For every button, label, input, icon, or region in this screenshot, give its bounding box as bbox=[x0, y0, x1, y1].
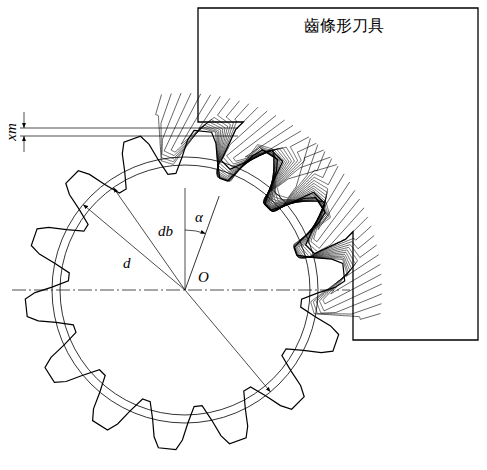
rack-position bbox=[221, 107, 368, 254]
rack-position bbox=[271, 150, 382, 313]
rack-cutter: 齒條形刀具 bbox=[196, 6, 480, 342]
cutter-outline bbox=[198, 8, 478, 340]
diameter-leader bbox=[185, 290, 271, 392]
dimension-arrow bbox=[24, 136, 25, 152]
symbol-label: d bbox=[122, 254, 132, 272]
rack-position bbox=[277, 165, 380, 320]
rack-envelope bbox=[156, 93, 382, 319]
rack-position bbox=[161, 94, 318, 202]
rack-position bbox=[266, 131, 381, 294]
rack-position bbox=[223, 111, 371, 255]
rack-position bbox=[227, 115, 375, 256]
dimension-arrow bbox=[24, 112, 25, 128]
pressure-line bbox=[185, 196, 219, 290]
rack-cutter-outline bbox=[196, 6, 480, 342]
rack-position bbox=[218, 98, 355, 241]
cutter-title: 齒條形刀具 bbox=[302, 16, 386, 36]
vertical-line bbox=[185, 188, 186, 290]
symbol-label: db bbox=[157, 222, 174, 240]
symbol-label: xm bbox=[2, 122, 20, 142]
center-line bbox=[12, 290, 350, 291]
pitch-line bbox=[20, 136, 238, 137]
symbol-label: O bbox=[197, 268, 210, 286]
reference-line bbox=[20, 128, 238, 129]
rack-position bbox=[269, 143, 382, 311]
rack-position bbox=[274, 157, 382, 314]
angle-arc bbox=[185, 230, 206, 234]
rack-position bbox=[156, 95, 311, 198]
symbol-label: α bbox=[194, 208, 204, 226]
base-diameter-leader bbox=[113, 188, 185, 290]
rack-position bbox=[181, 95, 344, 210]
